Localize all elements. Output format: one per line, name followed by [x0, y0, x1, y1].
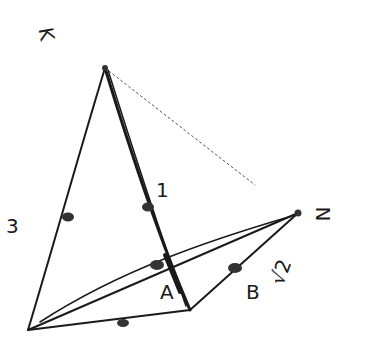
vertex-dot: [102, 65, 108, 71]
edge-line: [105, 68, 190, 310]
vertex-label: N: [313, 207, 333, 222]
vertex-dot: [295, 210, 302, 217]
midpoint-dot: [142, 203, 154, 212]
point-label: A: [160, 282, 174, 302]
edge-line: [28, 213, 298, 330]
length-label: 1: [156, 180, 169, 200]
length-label: 3: [6, 216, 19, 236]
edge-line: [108, 70, 186, 306]
vertex-label: K: [36, 26, 58, 42]
midpoint-dot: [228, 263, 242, 273]
edge-line: [40, 216, 292, 322]
length-label: √2: [267, 257, 295, 288]
point-label: B: [246, 282, 260, 302]
midpoint-dot: [117, 319, 129, 327]
midpoint-dot: [62, 213, 74, 222]
midpoint-dot: [150, 260, 164, 270]
hidden-edge: [105, 68, 255, 185]
edge-line: [190, 213, 298, 310]
